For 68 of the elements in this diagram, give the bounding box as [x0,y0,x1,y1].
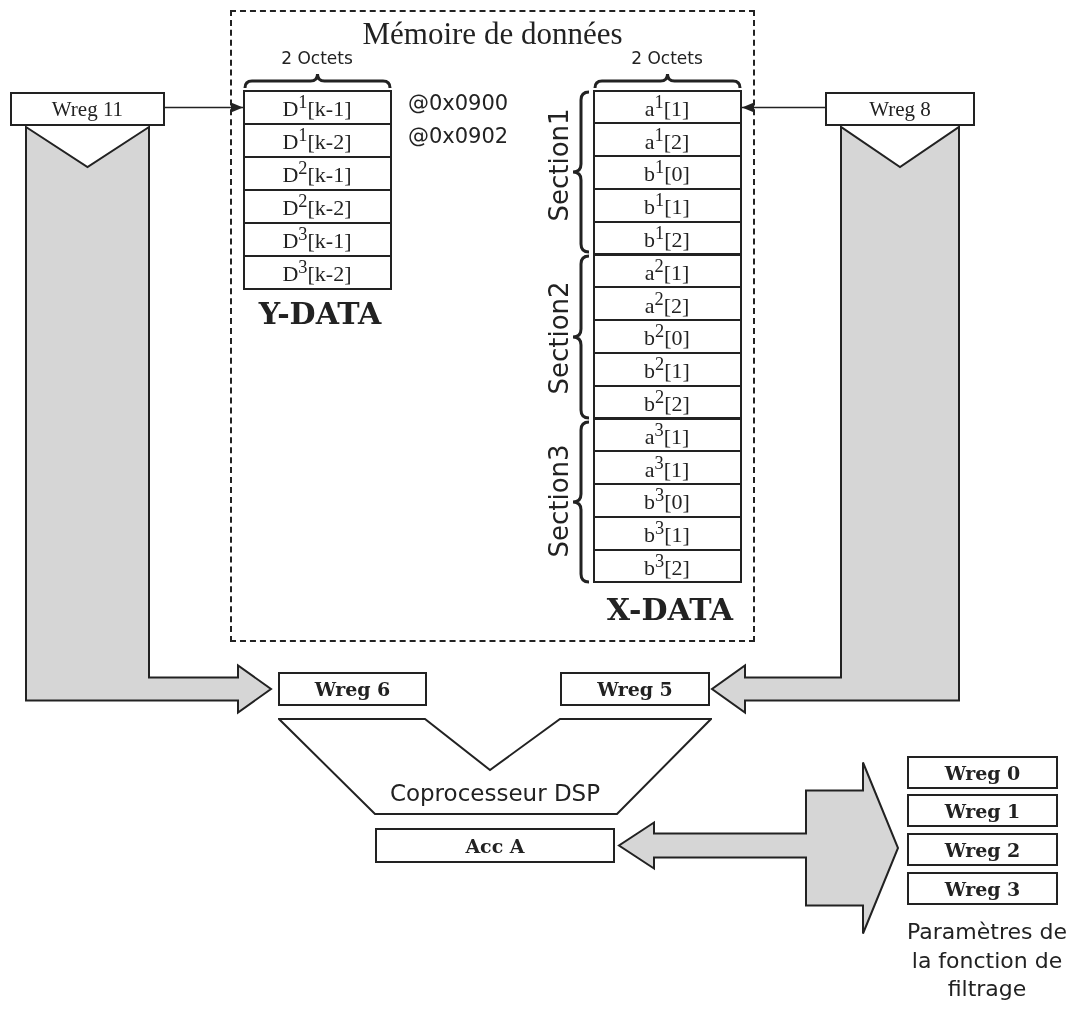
cell-value: b$^{2}$[0] [644,321,690,352]
register-box [907,833,1058,866]
register-name: Wreg 6 [314,678,391,700]
cell-value: a$^{3}$[1] [644,419,690,451]
cell-value: b$^{1}$[1] [644,190,690,221]
register-box [907,794,1058,827]
register-name: Wreg 11 [51,96,124,122]
register-box [278,672,427,706]
register-box [375,828,615,863]
cell-value: D$^{3}$[k-2] [282,256,352,288]
cell-value: a$^{1}$[2] [644,124,690,155]
double-block-arrow [617,761,900,935]
memory-cell [592,122,742,158]
memory-cell [592,89,742,125]
address-label: @0x0902 [406,124,510,148]
cell-value: b$^{3}$[2] [644,550,690,582]
block-title: Y-DATA [257,296,383,331]
cell-value: a$^{2}$[1] [644,255,690,287]
width-label: 2 Octets [280,48,354,68]
address-label: @0x0900 [406,91,510,115]
coprocessor-shape [278,718,712,815]
register-box [560,672,710,706]
block-arrow [25,125,273,715]
cell-value: a$^{2}$[2] [644,288,690,319]
cell-value: b$^{2}$[2] [644,386,690,418]
register-name: Wreg 8 [869,96,931,122]
section-label: Section2 [544,280,575,397]
coprocessor-label: Coprocesseur DSP [388,780,602,806]
memory-cell [592,155,742,190]
arrow [741,102,826,113]
cell-value: D$^{2}$[k-2] [282,190,352,222]
cell-value: D$^{1}$[k-1] [282,91,352,123]
memory-cell [242,89,392,125]
register-box [825,92,975,126]
region-title: Mémoire de données [361,16,624,52]
register-name: Wreg 0 [944,761,1021,784]
memory-cell [592,286,742,322]
width-label: 2 Octets [630,48,704,68]
register-name: Wreg 3 [944,877,1021,900]
register-box [10,92,165,126]
cell-value: b$^{1}$[2] [644,222,690,254]
caption-text: Paramètres de la fonction de filtrage [906,918,1068,1004]
cell-value: b$^{2}$[1] [644,354,690,385]
section-label: Section3 [544,443,575,560]
cell-value: b$^{1}$[0] [644,157,690,188]
memory-cell [592,548,742,584]
cell-value: a$^{1}$[1] [644,91,690,123]
register-box [907,872,1058,905]
register-name: Wreg 5 [597,678,673,700]
memory-cell [592,450,742,486]
cell-value: D$^{1}$[k-2] [282,124,352,156]
memory-cell [592,483,742,518]
section-label: Section1 [544,107,575,224]
memory-cell [592,319,742,354]
register-box [907,756,1058,789]
cell-value: b$^{3}$[0] [644,485,690,516]
cell-value: a$^{3}$[1] [644,452,690,483]
block-title: X-DATA [605,592,735,627]
arrow [164,102,244,113]
cell-value: D$^{2}$[k-1] [282,157,352,189]
register-name: Wreg 1 [944,799,1021,822]
register-name: Acc A [465,834,525,857]
cell-value: D$^{3}$[k-1] [282,223,352,255]
memory-cell [242,254,392,290]
cell-value: b$^{3}$[1] [644,518,690,549]
memory-region [230,10,755,642]
register-name: Wreg 2 [944,838,1021,861]
block-arrow [710,125,960,715]
